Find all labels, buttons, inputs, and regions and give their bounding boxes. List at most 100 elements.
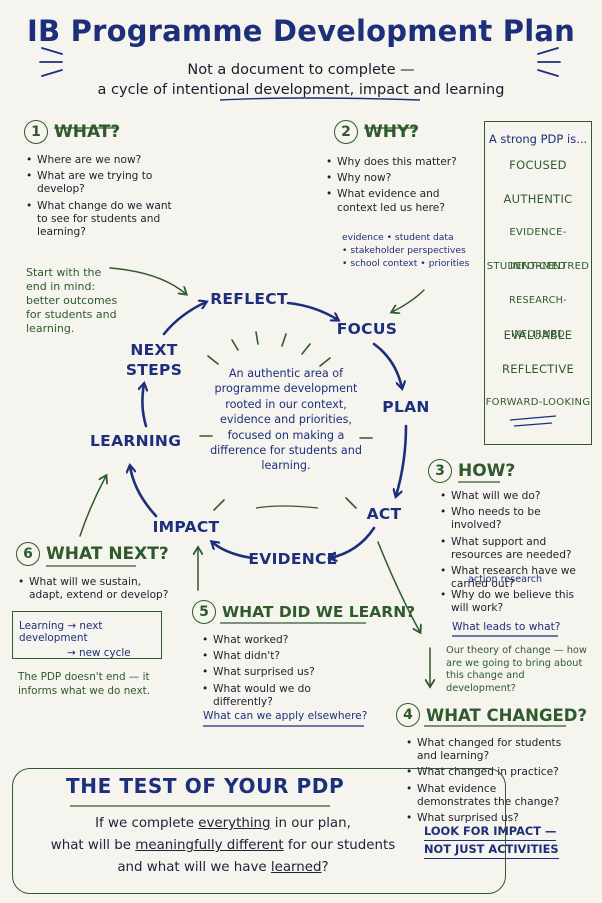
what-heading-text: WHAT?: [54, 122, 121, 142]
how-item: What will we do?: [440, 490, 580, 503]
cycle-step-act: ACT: [366, 505, 402, 523]
what-item: What change do we want to see for studen…: [26, 200, 176, 240]
evidence-tag: priorities: [428, 258, 470, 269]
whatnext-note: The PDP doesn't end — it informs what we…: [18, 671, 151, 697]
arrow-plan-act: [396, 424, 408, 496]
strong-pdp-item: AUTHENTIC: [503, 192, 573, 206]
test-question: If we complete everything in our plan, w…: [30, 813, 416, 879]
test-text: what will be: [50, 838, 136, 853]
strong-pdp-heading: A strong PDP is...: [488, 132, 588, 146]
changed-list: What changed for students and learning? …: [406, 737, 566, 828]
learn-item: What worked?: [202, 634, 372, 647]
arrow-act-to-how: [377, 541, 420, 632]
arrow-learning-nextsteps: [142, 384, 146, 428]
whatnext-list: What will we sustain, adapt, extend or d…: [18, 576, 178, 605]
why-heading: 2 WHY?: [334, 120, 419, 144]
arrow-impact-learning: [130, 466, 158, 518]
how-item: What support and resources are needed?: [440, 536, 580, 562]
evidence-tag: student data: [394, 232, 454, 243]
arrow-what-to-reflect: [109, 267, 186, 294]
how-list: What will we do? Who needs to be involve…: [440, 490, 580, 594]
test-box: [12, 768, 506, 894]
learn-item: What would we do differently?: [202, 683, 372, 709]
cycle-step-plan: PLAN: [382, 398, 430, 416]
test-line-3: and what will we have learned?: [30, 857, 416, 879]
strong-pdp-item: EVALUABLE: [503, 328, 573, 342]
strong-pdp-item: EVIDENCE-INFORMED: [509, 227, 567, 272]
evidence-tag: school context: [350, 258, 418, 269]
cycle-step-impact: IMPACT: [152, 518, 220, 536]
why-heading-text: WHY?: [364, 122, 420, 142]
what-number: 1: [24, 120, 48, 144]
subtitle-line-2: a cycle of intentional development, impa…: [97, 82, 505, 98]
strong-pdp-item: FORWARD-LOOKING: [485, 397, 591, 408]
title-accent-left-icon: [39, 47, 63, 77]
test-emphasis: everything: [198, 816, 271, 831]
test-line-2: what will be meaningfully different for …: [30, 835, 416, 857]
changed-item: What changed for students and learning?: [406, 737, 566, 763]
cycle-step-next-steps: NEXT STEPS: [125, 341, 183, 379]
why-evidence: evidence • student data • stakeholder pe…: [342, 232, 470, 269]
arrow-nextsteps-reflect: [162, 302, 206, 336]
impact-line-2: NOT JUST ACTIVITIES: [424, 841, 559, 859]
learning-box-line-1: Learning → next development: [19, 620, 103, 644]
arrow-act-evidence: [330, 526, 376, 558]
arrow-why-to-focus: [392, 289, 425, 312]
learn-item: What didn't?: [202, 650, 372, 663]
strong-pdp-box: A strong PDP is... FOCUSED AUTHENTIC EVI…: [484, 121, 592, 445]
evidence-tag: evidence: [342, 232, 384, 243]
whatnext-item: What will we sustain, adapt, extend or d…: [18, 576, 178, 602]
why-list: Why does this matter? Why now? What evid…: [326, 156, 474, 218]
what-item: What are we trying to develop?: [26, 170, 176, 196]
test-heading: THE TEST OF YOUR PDP: [66, 774, 345, 798]
learn-number: 5: [192, 600, 216, 624]
learning-cycle-box: Learning → next development → new cycle: [12, 611, 162, 659]
test-text: and what will we have: [117, 860, 271, 875]
center-burst-icon: [199, 331, 373, 511]
how-theory-note: Our theory of change — how are we going …: [446, 645, 587, 694]
changed-item: What surprised us?: [406, 812, 566, 825]
subtitle: Not a document to complete — a cycle of …: [80, 60, 522, 100]
cycle-arrows: [130, 302, 408, 558]
changed-number: 4: [396, 703, 420, 727]
test-text: in our plan,: [270, 816, 351, 831]
learn-link: What can we apply elsewhere?: [203, 710, 368, 722]
test-emphasis: meaningfully different: [135, 838, 284, 853]
cycle-center-text: An authentic area of programme developme…: [210, 367, 362, 473]
evidence-tag: stakeholder perspectives: [350, 245, 466, 256]
strong-underline-2: [513, 422, 553, 427]
subtitle-underline: [219, 97, 421, 101]
how-link: What leads to what?: [452, 621, 561, 633]
learn-list: What worked? What didn't? What surprised…: [202, 634, 372, 712]
how-action-research: action research: [468, 574, 543, 585]
test-emphasis: learned: [270, 860, 322, 875]
strong-pdp-item: STUDENT-CENTRED: [486, 261, 590, 272]
how-item: Who needs to be involved?: [440, 506, 580, 532]
changed-heading-text: WHAT CHANGED?: [426, 705, 588, 725]
arrow-whatnext-to-learning: [79, 476, 106, 537]
cycle-step-reflect: REFLECT: [210, 290, 288, 308]
what-item: Where are we now?: [26, 154, 176, 167]
changed-heading: 4 WHAT CHANGED?: [396, 703, 587, 727]
center-underline: [255, 505, 319, 509]
strong-pdp-item: REFLECTIVE: [501, 362, 575, 376]
strong-pdp-item: RESEARCH-INFORMED: [509, 295, 567, 340]
page-title: IB Programme Development Plan: [27, 14, 575, 48]
changed-item: What changed in practice?: [406, 766, 566, 779]
what-heading: 1 WHAT?: [24, 120, 120, 144]
what-note: Start with the end in mind: better outco…: [26, 266, 118, 335]
title-accent-right-icon: [537, 47, 561, 77]
why-number: 2: [334, 120, 358, 144]
how-item: Why do we believe this will work?: [440, 589, 580, 615]
whatnext-heading-text: WHAT NEXT?: [46, 544, 169, 564]
learn-heading: 5 WHAT DID WE LEARN?: [192, 600, 415, 624]
how-number: 3: [428, 459, 452, 483]
how-item: What research have we carried out?: [440, 565, 580, 591]
how-heading: 3 HOW?: [428, 459, 515, 483]
test-text: If we complete: [95, 816, 199, 831]
why-item: Why does this matter?: [326, 156, 474, 169]
whatnext-heading: 6 WHAT NEXT?: [16, 542, 169, 566]
cycle-step-focus: FOCUS: [336, 320, 398, 338]
strong-underline-1: [509, 415, 557, 421]
